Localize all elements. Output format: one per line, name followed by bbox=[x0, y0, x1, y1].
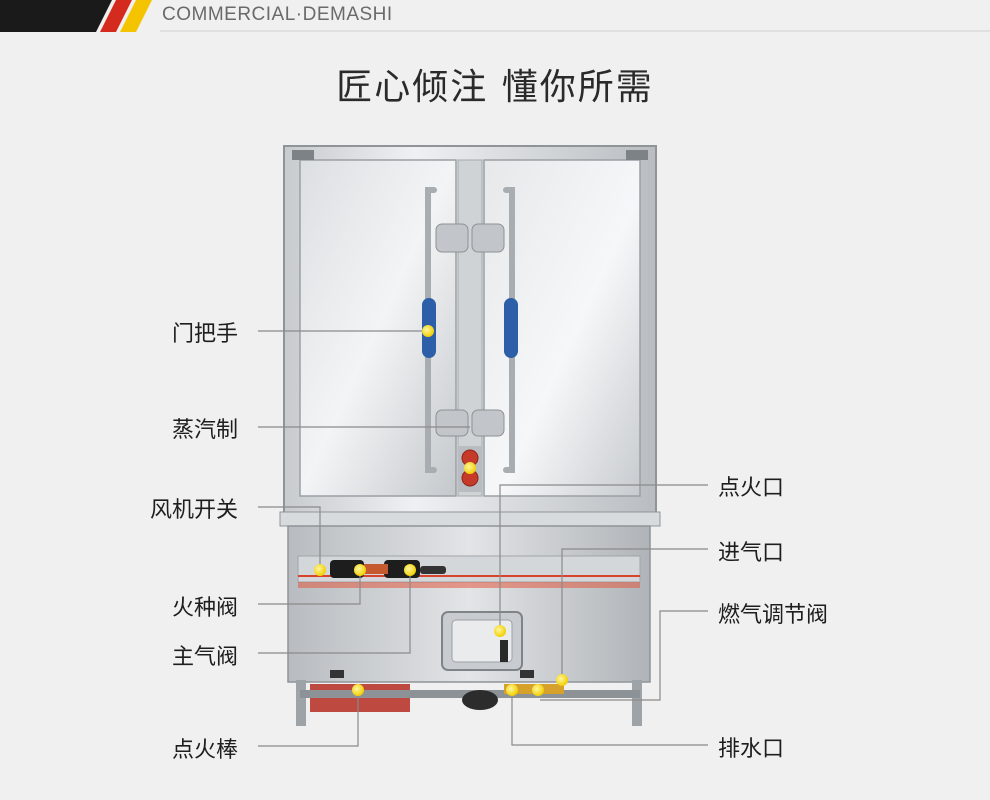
label-igniter: 点火棒 bbox=[172, 738, 239, 763]
label-gas-regulator: 燃气调节阀 bbox=[718, 603, 829, 628]
label-door-handle: 门把手 bbox=[172, 322, 239, 347]
brand-stripe-black bbox=[0, 0, 112, 32]
label-steam-control: 蒸汽制 bbox=[172, 418, 239, 443]
label-main-valve: 主气阀 bbox=[172, 645, 239, 670]
marker-door-handle bbox=[422, 325, 434, 337]
brand-stripe-red bbox=[100, 0, 132, 32]
marker-gas-regulator bbox=[532, 684, 544, 696]
right-handle-grip bbox=[504, 298, 518, 358]
marker-ignition-port bbox=[494, 625, 506, 637]
label-drain: 排水口 bbox=[718, 737, 785, 762]
marker-main-valve bbox=[404, 564, 416, 576]
marker-fan-switch bbox=[314, 564, 326, 576]
marker-steam bbox=[464, 462, 476, 474]
marker-pilot-valve bbox=[354, 564, 366, 576]
label-gas-inlet: 进气口 bbox=[718, 541, 785, 566]
page-title: 匠心倾注 懂你所需 bbox=[336, 67, 654, 108]
callout-markers bbox=[314, 325, 568, 696]
leader-lines bbox=[258, 330, 708, 747]
label-ignition-port: 点火口 bbox=[718, 476, 785, 501]
marker-igniter bbox=[352, 684, 364, 696]
marker-gas-inlet bbox=[556, 674, 568, 686]
brand-stripe-yellow bbox=[120, 0, 152, 32]
label-fan-switch: 风机开关 bbox=[150, 498, 239, 523]
label-pilot-valve: 火种阀 bbox=[172, 596, 239, 621]
marker-drain bbox=[506, 684, 518, 696]
brand-bar bbox=[0, 0, 990, 32]
brand-text: COMMERCIAL·DEMASHI bbox=[162, 4, 393, 25]
